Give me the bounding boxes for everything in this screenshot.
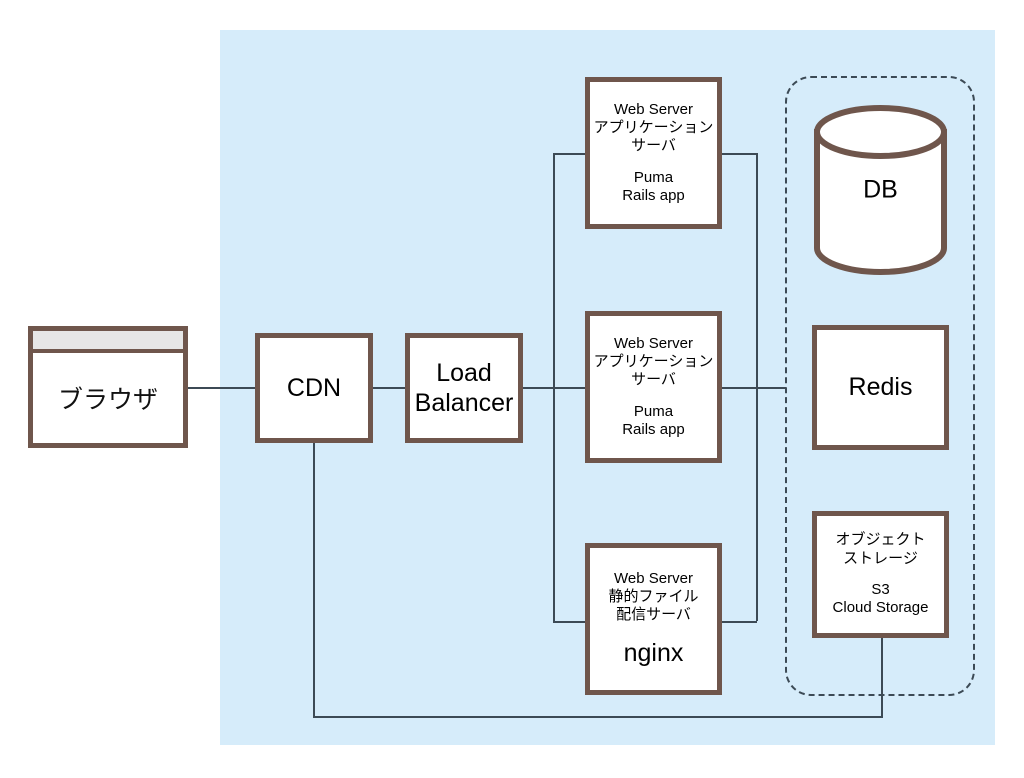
edge-app-server-top-to-bus: [722, 153, 757, 155]
app-server-middle-tech-line1: Puma: [633, 402, 674, 420]
static-server-tech-line1: nginx: [623, 638, 684, 667]
app-server-top-tech-line2: Rails app: [622, 186, 685, 204]
app-server-top-tech-line1: Puma: [633, 168, 674, 186]
managed-services-group: [785, 76, 975, 696]
database-label: DB: [863, 175, 898, 204]
node-redis[interactable]: Redis: [812, 325, 949, 450]
static-server-role-line1: Web Server: [614, 569, 693, 587]
object-storage-role-line2: ストレージ: [843, 549, 918, 567]
edge-static-server-to-bus: [722, 621, 757, 623]
edge-bus-to-managed-services: [756, 387, 786, 389]
node-database[interactable]: DB: [812, 105, 949, 275]
static-server-role-line2: 静的ファイル: [608, 588, 699, 606]
object-storage-tech-line1: S3: [871, 581, 890, 598]
edge-cdn-down: [313, 443, 315, 716]
redis-label: Redis: [848, 373, 913, 402]
edge-object-storage-down: [881, 638, 883, 716]
app-server-top-role-line1: Web Server: [614, 100, 693, 118]
node-cdn[interactable]: CDN: [255, 333, 373, 443]
edge-browser-to-cdn: [188, 387, 255, 389]
edge-cdn-to-load-balancer: [373, 387, 405, 389]
node-browser[interactable]: ブラウザ: [28, 326, 188, 448]
edge-object-storage-to-cdn-horizontal: [313, 716, 883, 718]
edge-bus-to-app-server-top: [553, 153, 586, 155]
database-cylinder-icon: [814, 105, 947, 275]
static-server-role-line3: 配信サーバ: [616, 606, 691, 624]
app-server-top-role-line3: サーバ: [631, 137, 676, 155]
load-balancer-label-line1: Load: [436, 358, 492, 387]
node-load-balancer[interactable]: Load Balancer: [405, 333, 523, 443]
node-object-storage[interactable]: オブジェクト ストレージ S3 Cloud Storage: [812, 511, 949, 638]
app-server-middle-tech-line2: Rails app: [622, 420, 685, 438]
browser-titlebar: [33, 331, 183, 353]
object-storage-tech-line2: Cloud Storage: [832, 599, 929, 617]
node-static-server[interactable]: Web Server 静的ファイル 配信サーバ nginx: [585, 543, 722, 695]
app-server-middle-role-line1: Web Server: [614, 334, 693, 352]
app-server-top-role-line2: アプリケーション: [593, 119, 714, 137]
cdn-label: CDN: [286, 373, 342, 402]
load-balancer-label-line2: Balancer: [414, 389, 514, 417]
edge-app-server-middle-to-bus: [722, 387, 757, 389]
node-app-server-top[interactable]: Web Server アプリケーション サーバ Puma Rails app: [585, 77, 722, 229]
app-server-middle-role-line3: サーバ: [631, 371, 676, 389]
edge-bus-to-static-server: [553, 621, 586, 623]
app-server-middle-role-line2: アプリケーション: [593, 353, 714, 371]
node-app-server-middle[interactable]: Web Server アプリケーション サーバ Puma Rails app: [585, 311, 722, 463]
browser-label: ブラウザ: [57, 386, 158, 414]
object-storage-role-line1: オブジェクト: [835, 531, 926, 549]
left-distribution-bus: [553, 153, 555, 621]
